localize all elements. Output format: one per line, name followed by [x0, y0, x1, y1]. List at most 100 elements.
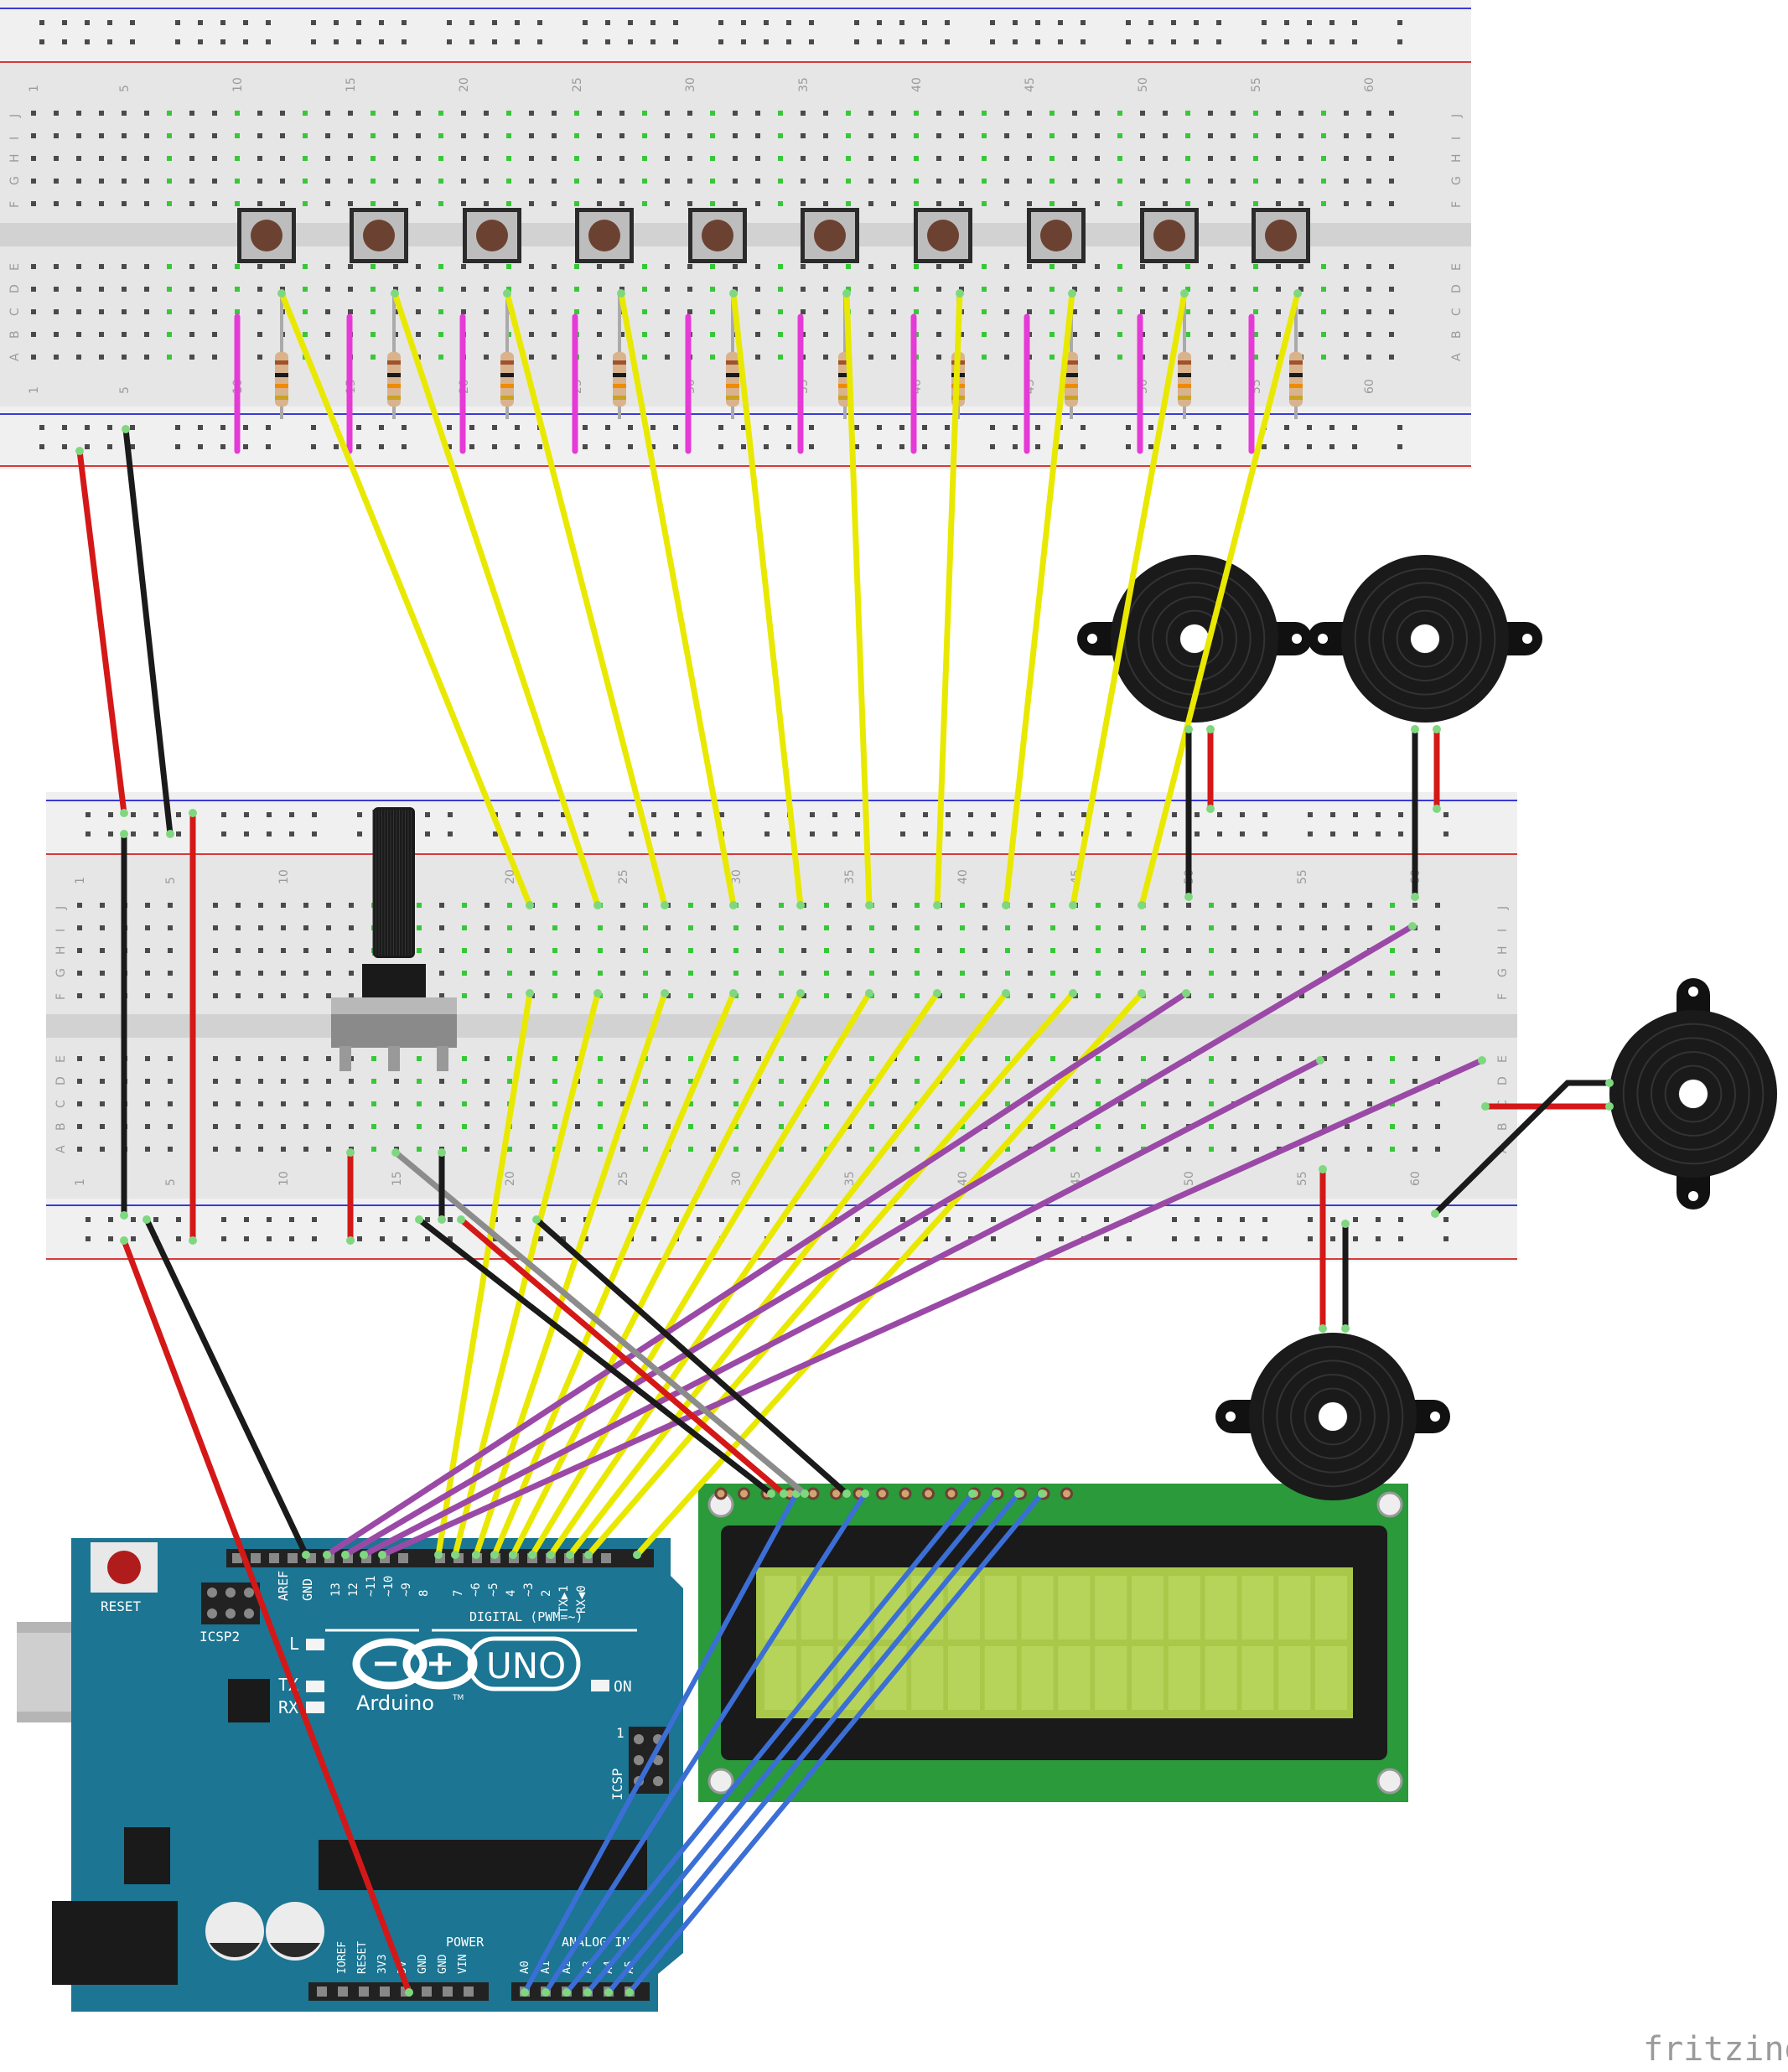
row-letter: H: [54, 945, 68, 955]
resistor: [1178, 293, 1191, 419]
push-button[interactable]: [237, 208, 296, 263]
row-letter: H: [1496, 945, 1510, 955]
digital-pin-label: 8: [417, 1590, 431, 1597]
voltage-regulator: [124, 1827, 170, 1884]
row-letter: C: [8, 308, 22, 316]
jumper-wire: [278, 290, 533, 909]
digital-label: DIGITAL (PWM=~): [469, 1609, 583, 1624]
resistor: [275, 293, 288, 419]
jumper-wire: [435, 990, 533, 1558]
resistor: [500, 293, 514, 419]
digital-pin-label: ~5: [487, 1582, 500, 1597]
column-number: 1: [74, 1178, 87, 1186]
jumper-wire: [934, 290, 963, 909]
row-letter: E: [8, 263, 22, 271]
row-letter: A: [8, 353, 22, 361]
icsp-pin1-label: 1: [616, 1725, 625, 1741]
column-number: 40: [910, 77, 924, 92]
push-button[interactable]: [914, 208, 972, 263]
digital-pin-label: 2: [540, 1590, 553, 1597]
jumper-wire: [392, 1149, 808, 1497]
gnd-label: GND: [300, 1578, 315, 1601]
row-letter: J: [1496, 906, 1510, 910]
jumper-wire: [1003, 290, 1075, 909]
row-letter: B: [1450, 330, 1464, 339]
jumper-wire: [1070, 290, 1188, 909]
on-led-label: ON: [614, 1678, 632, 1696]
column-number: 5: [118, 386, 132, 394]
digital-pin-label: 7: [452, 1590, 465, 1597]
jumper-wire: [360, 1057, 1324, 1558]
digital-pin-label: RX◀0: [575, 1585, 588, 1614]
jumper-wire: [416, 1216, 775, 1497]
push-button[interactable]: [575, 208, 634, 263]
jumper-wire: [76, 448, 127, 816]
jumper-wire: [324, 990, 1189, 1558]
dc-jack: [52, 1901, 178, 1985]
piezo-buzzer: [1077, 555, 1312, 723]
jumper-wire: [618, 290, 737, 909]
jumper-wire: [634, 990, 1145, 1558]
digital-pin-label: ~9: [400, 1582, 413, 1597]
row-letter: H: [8, 153, 22, 163]
column-number: 10: [231, 77, 245, 92]
jumper-wire: [567, 990, 1009, 1558]
jumper-wire: [730, 290, 804, 909]
row-letter: D: [1496, 1076, 1510, 1085]
power-pin-label: GND: [417, 1954, 429, 1974]
power-pin-label: RESET: [356, 1941, 369, 1974]
jumper-wire: [547, 990, 941, 1558]
arduino-logo-tm: TM: [452, 1694, 464, 1702]
row-letter: D: [1450, 284, 1464, 293]
l-led-label: L: [289, 1634, 299, 1654]
row-letter: B: [54, 1122, 68, 1131]
column-number: 40: [956, 1171, 970, 1186]
jumper-wire: [1138, 290, 1301, 909]
row-letter: H: [1450, 153, 1464, 163]
row-letter: B: [1496, 1122, 1510, 1131]
column-number: 60: [1363, 77, 1376, 92]
push-button[interactable]: [350, 208, 408, 263]
push-button[interactable]: [463, 208, 521, 263]
row-letter: F: [1450, 201, 1464, 208]
row-letter: A: [54, 1145, 68, 1153]
power-pin-label: GND: [437, 1954, 449, 1974]
jumper-wire: [585, 1491, 998, 1995]
digital-pin-label: 13: [329, 1582, 343, 1597]
jumper-wire: [843, 290, 873, 909]
push-button[interactable]: [1027, 208, 1086, 263]
push-button[interactable]: [1140, 208, 1199, 263]
jumper-wire: [606, 1491, 1021, 1995]
column-number: 5: [164, 877, 178, 884]
push-button[interactable]: [688, 208, 747, 263]
piezo-buzzer: [1215, 1333, 1450, 1500]
aref-label: AREF: [276, 1571, 291, 1601]
row-letter: E: [1496, 1055, 1510, 1063]
column-number: 40: [956, 869, 970, 884]
usb-chip: [228, 1679, 270, 1722]
row-letter: G: [54, 968, 68, 977]
jumper-wire: [458, 1216, 787, 1497]
power-label: POWER: [446, 1935, 485, 1950]
resistor: [726, 293, 739, 419]
column-number: 35: [797, 77, 811, 92]
column-number: 1: [28, 85, 41, 92]
column-number: 5: [118, 85, 132, 92]
icsp2-label: ICSP2: [200, 1629, 240, 1645]
tx-led: [306, 1681, 324, 1692]
push-button[interactable]: [801, 208, 859, 263]
jumper-wire: [564, 1491, 975, 1995]
jumper-wire: [522, 1491, 799, 1995]
jumper-wire: [543, 1491, 868, 1995]
rx-led: [306, 1702, 324, 1713]
digital-pin-label: 12: [347, 1582, 360, 1597]
push-button[interactable]: [1252, 208, 1310, 263]
jumper-wire: [379, 1057, 1485, 1558]
row-letter: G: [1450, 176, 1464, 185]
column-number: 20: [504, 1171, 517, 1186]
digital-pin-label: ~11: [365, 1576, 378, 1597]
analog-pin-label: A0: [519, 1961, 531, 1974]
column-number: 30: [730, 869, 744, 884]
